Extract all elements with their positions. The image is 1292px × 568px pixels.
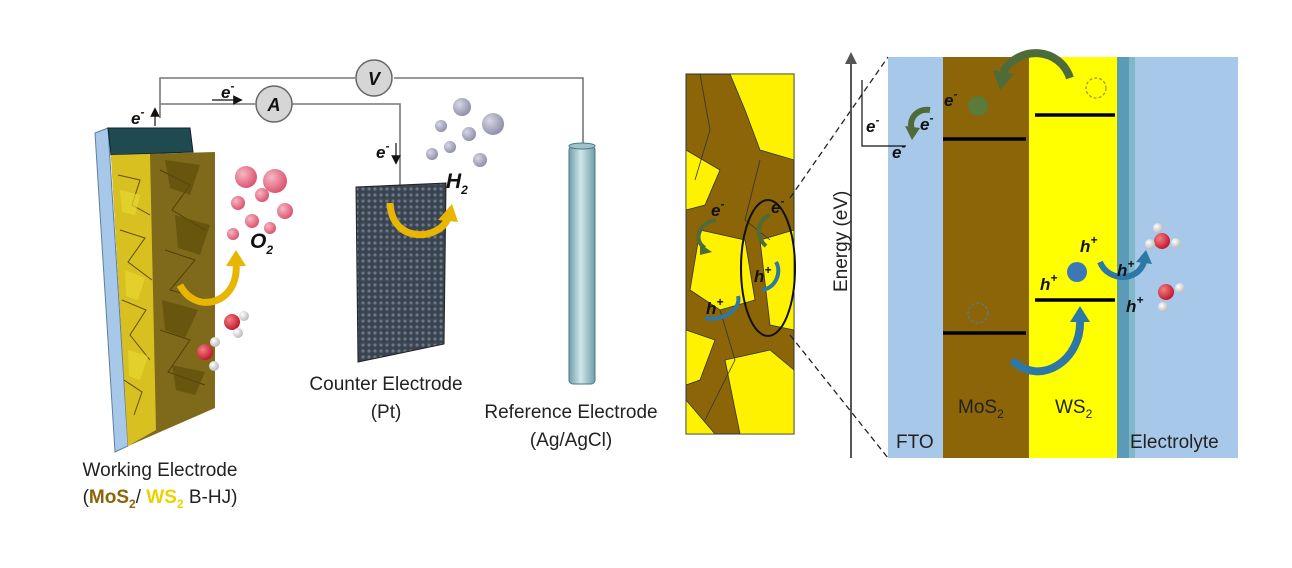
- hole-mos2-empty: [967, 302, 989, 324]
- fto-layer: [888, 57, 943, 458]
- panel-hole-1: h+: [754, 263, 771, 286]
- band-diagram: Energy (eV) e- e- e- e- h+ h+ h+ h+: [831, 49, 1238, 458]
- we-caption-line2: (MoS2/ WS2 B-HJ): [83, 487, 238, 511]
- h2-label: H2: [446, 170, 468, 197]
- highlight-ellipse: [740, 199, 796, 337]
- reduction-arrow: [386, 202, 452, 239]
- water-molecule-we-2: [197, 337, 220, 371]
- ammeter-label: A: [267, 95, 281, 115]
- wire-electron-label-2: e-: [131, 105, 160, 128]
- voltmeter: V: [355, 59, 393, 97]
- water-molecule-we-1: [224, 311, 249, 338]
- band-electron-1: e-: [866, 113, 879, 136]
- band-electron-2: e-: [892, 139, 905, 162]
- counter-electrode: [355, 182, 447, 363]
- mos2-label: MoS2: [958, 397, 1004, 421]
- electrolyte-layer: [1135, 57, 1238, 458]
- water-molecule-band-1: [1145, 223, 1181, 249]
- oxidation-arrow-head: [226, 250, 246, 266]
- ws2-label: WS2: [1055, 397, 1093, 421]
- mos2-layer: [943, 57, 1029, 458]
- band-electron-4: e-: [944, 87, 957, 110]
- working-electrode: [94, 127, 215, 453]
- panel-electron-2: e-: [771, 194, 784, 217]
- working-electrode-caption: Working Electrode (MoS2/ WS2 B-HJ): [83, 460, 238, 511]
- o2-bubbles: [227, 166, 293, 240]
- band-hole-3: h+: [1117, 257, 1134, 280]
- band-hole-1: h+: [1080, 233, 1097, 256]
- zoom-lines: [789, 56, 889, 459]
- microstructure-panel: e- e- h+ h+: [685, 73, 796, 435]
- ce-caption-line1: Counter Electrode: [309, 374, 462, 395]
- wire-electron-label-1: e-: [212, 79, 243, 105]
- counter-electrode-caption: Counter Electrode (Pt): [309, 374, 462, 423]
- ammeter: A: [255, 85, 293, 123]
- svg-text:e-: e-: [221, 79, 234, 102]
- panel-hole-2: h+: [706, 295, 723, 318]
- ws2-layer: [1029, 57, 1117, 458]
- panel-electron-1: e-: [711, 197, 724, 220]
- we-caption-line1: Working Electrode: [83, 460, 238, 481]
- h2-bubbles: [426, 98, 504, 167]
- electrolyte-label: Electrolyte: [1130, 432, 1219, 453]
- o2-label: O2: [250, 230, 273, 257]
- oxidation-arrow: [176, 261, 240, 306]
- svg-text:e-: e-: [376, 139, 389, 162]
- energy-axis-label: Energy (eV): [831, 191, 852, 292]
- band-hole-2: h+: [1040, 271, 1057, 294]
- reference-electrode: [568, 142, 596, 385]
- fto-label: FTO: [896, 432, 934, 453]
- re-caption-line1: Reference Electrode: [484, 402, 657, 423]
- electron-ws2-empty: [1085, 77, 1107, 99]
- electron-mos2: [968, 96, 988, 116]
- reference-electrode-caption: Reference Electrode (Ag/AgCl): [484, 402, 657, 451]
- hole-ws2: [1067, 262, 1087, 282]
- wire-electron-label-3: e-: [376, 139, 401, 165]
- water-molecule-band-2: [1158, 283, 1185, 312]
- voltmeter-label: V: [368, 69, 382, 89]
- svg-text:e-: e-: [131, 105, 144, 128]
- band-hole-4: h+: [1126, 293, 1143, 316]
- reduction-arrow-head: [438, 204, 458, 222]
- re-caption-line2: (Ag/AgCl): [530, 430, 612, 451]
- band-electron-3: e-: [920, 111, 933, 134]
- ce-caption-line2: (Pt): [371, 402, 402, 423]
